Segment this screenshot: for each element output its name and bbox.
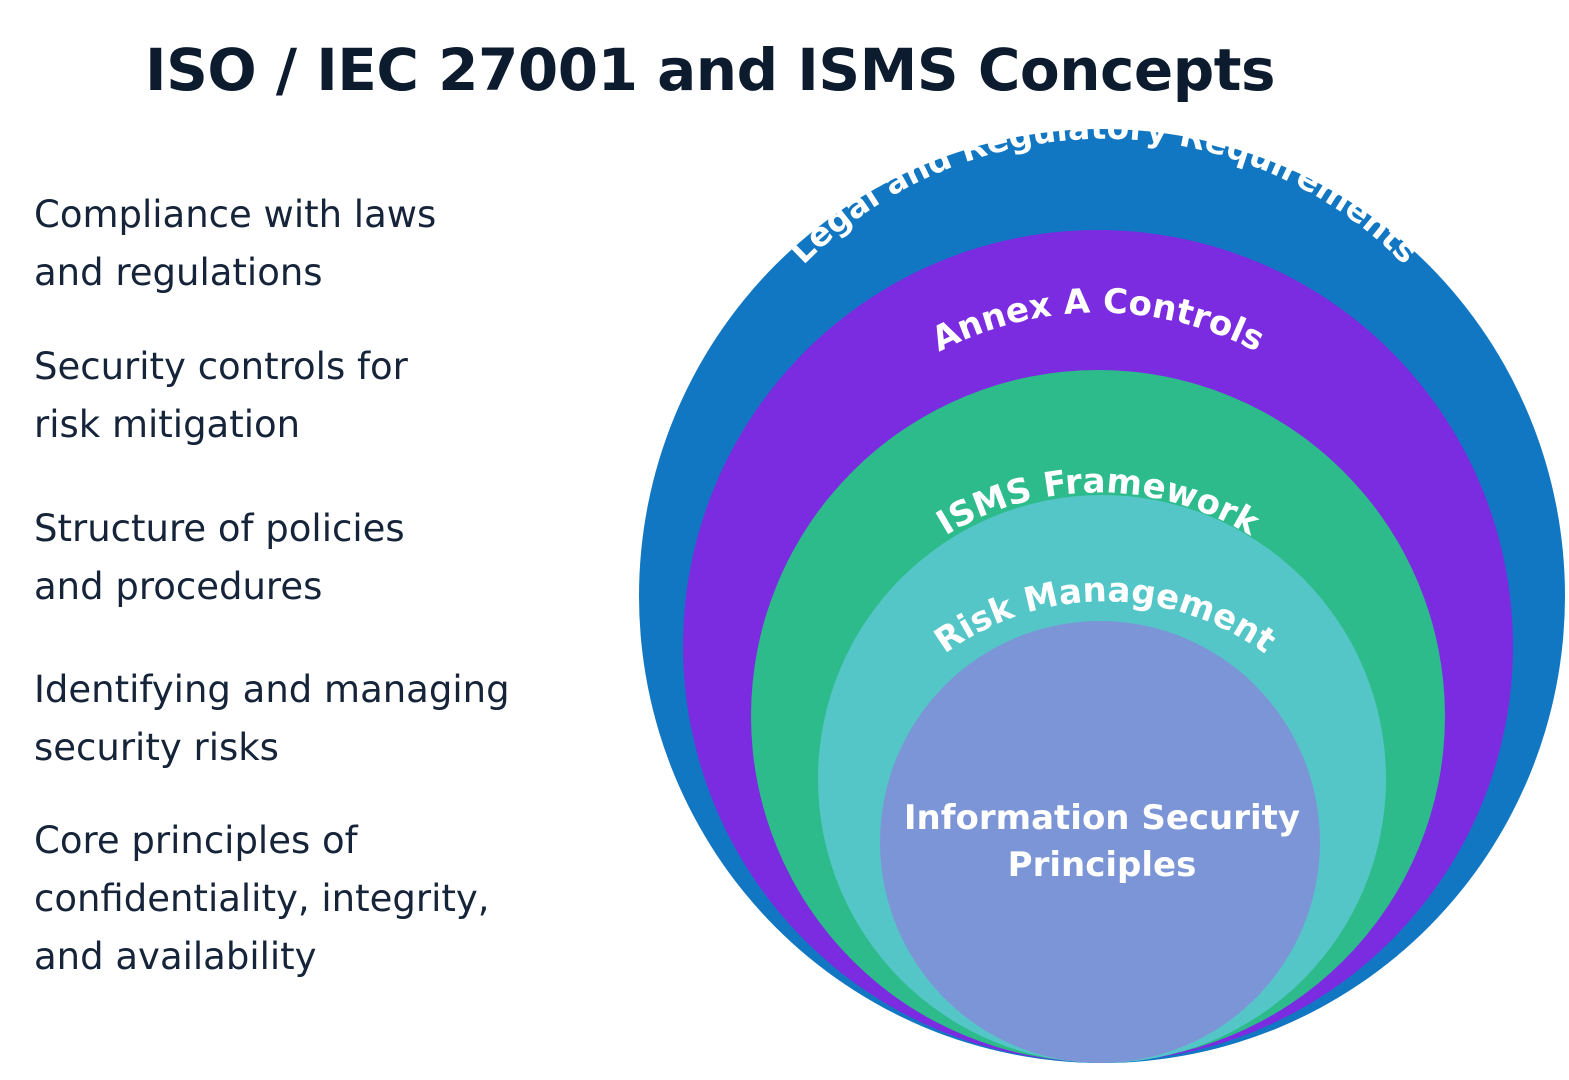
concept-core-principles: Core principles of confidentiality, inte…	[34, 819, 490, 978]
concept-security-controls: Security controls for risk mitigation	[34, 345, 408, 446]
core-label-line2: Principles	[1008, 845, 1197, 885]
concept-policies-structure: Structure of policies and procedures	[34, 507, 405, 608]
layer-core-circle	[880, 621, 1320, 1063]
concept-risk-management: Identifying and managing security risks	[34, 668, 510, 769]
concept-legal-compliance: Compliance with laws and regulations	[34, 193, 437, 294]
page-title: ISO / IEC 27001 and ISMS Concepts	[144, 36, 1276, 104]
core-label-line1: Information Security	[904, 798, 1300, 838]
